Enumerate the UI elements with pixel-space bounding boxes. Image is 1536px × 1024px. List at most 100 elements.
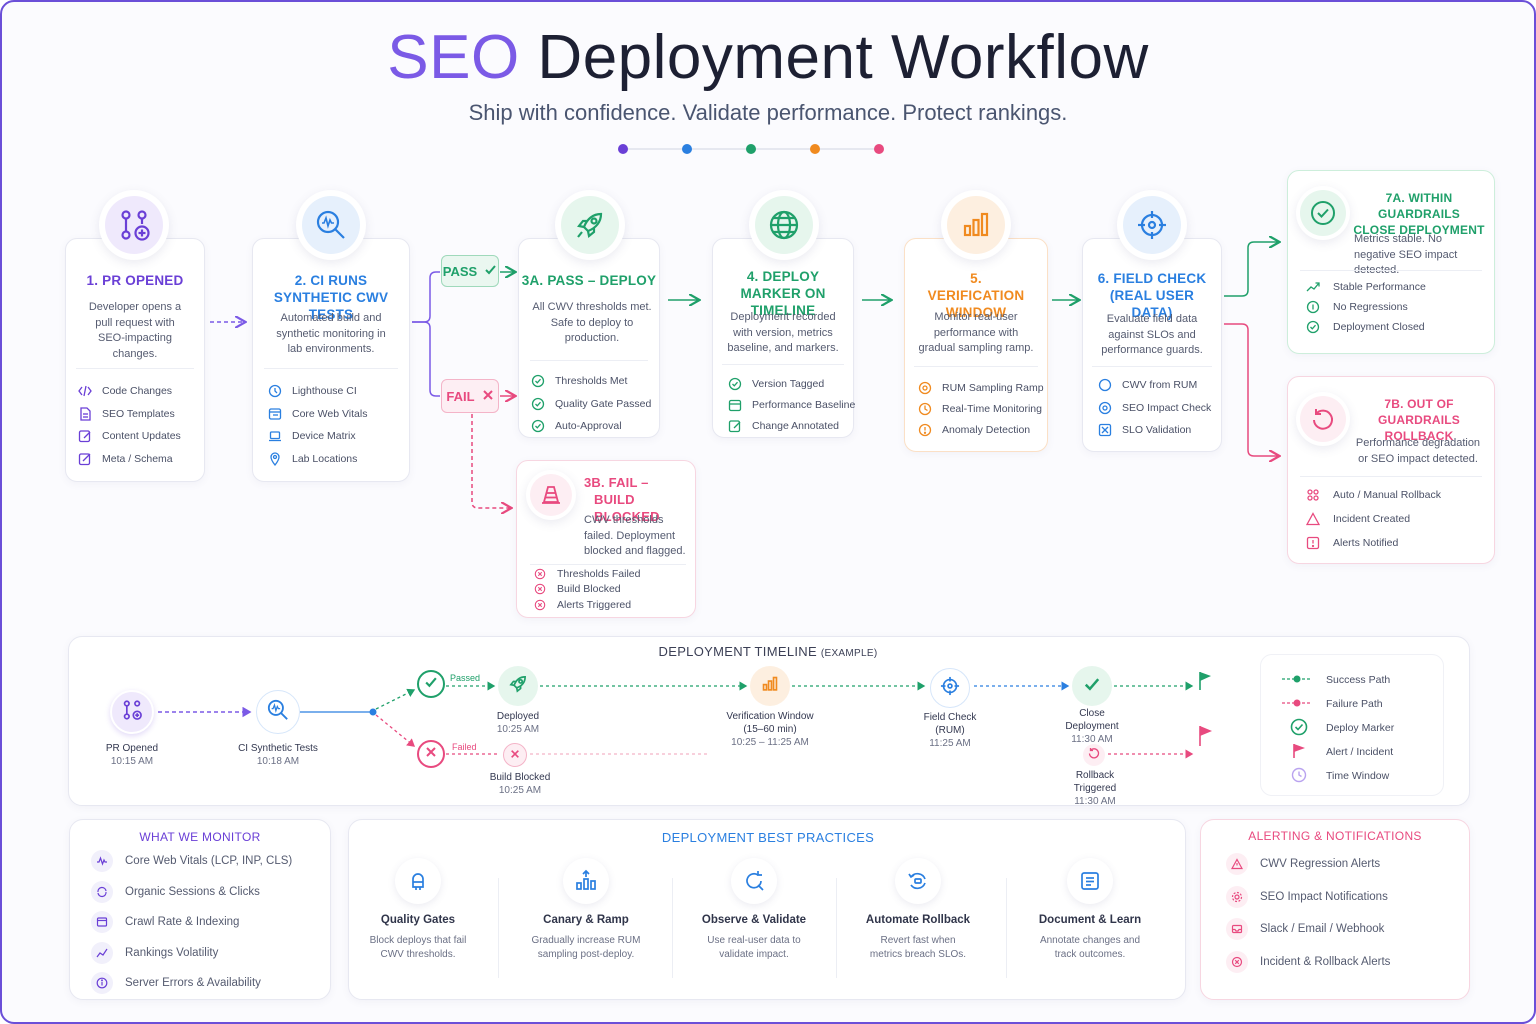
tl-verify-label: Verification Window(15–60 min)10:25 – 11… (726, 711, 814, 748)
list-item: Auto-Approval (531, 415, 651, 438)
monitor-item: Server Errors & Availability (91, 968, 292, 999)
vitals-icon (91, 850, 113, 873)
arrow-fail-blocked (471, 414, 510, 508)
step-pr-title: 1. PR Opened (86, 273, 184, 288)
tl-ci-node (256, 690, 300, 734)
pr-icon-circle (99, 190, 169, 260)
arrow-to-close (1224, 242, 1278, 297)
list-item: Stable Performance (1306, 277, 1426, 297)
flag-success-icon (1199, 672, 1211, 690)
alert-flag-icon (1282, 743, 1318, 762)
edit-icon (78, 429, 92, 443)
step-verify-card (904, 238, 1048, 452)
ci-icon-circle (296, 190, 366, 260)
list-item: Auto / Manual Rollback (1306, 483, 1441, 507)
auto-rollback-icon (895, 858, 941, 904)
alerting-item: Incident & Rollback Alerts (1226, 946, 1390, 979)
check-circle-icon (1306, 320, 1320, 334)
legend-item-failure: Failure Path (1282, 692, 1394, 716)
pass-icon-circle (555, 190, 625, 260)
alert-circle-icon (918, 423, 932, 437)
list-item: RUM Sampling Ramp (918, 377, 1044, 398)
file-icon (78, 407, 92, 421)
step-marker-items: Version Tagged Performance Baseline Chan… (728, 373, 855, 436)
success-path-icon (1282, 674, 1318, 687)
lighthouse-icon (268, 384, 282, 398)
x-circle-icon (533, 598, 547, 612)
list-item: Real-Time Monitoring (918, 398, 1044, 419)
tl-passed-node (417, 670, 445, 698)
list-item: SEO Templates (78, 403, 181, 426)
list-item: No Regressions (1306, 297, 1426, 317)
list-item: Version Tagged (728, 373, 855, 394)
legend-item-success: Success Path (1282, 668, 1394, 692)
step-verify-title: 5. Verification Window (927, 271, 1025, 320)
step-field-items: CWV from RUM SEO Impact Check SLO Valida… (1098, 374, 1211, 442)
step-marker-desc: Deployment recorded with version, metric… (727, 311, 839, 354)
deploy-marker-icon (1282, 718, 1318, 739)
trend-up-icon (1306, 280, 1320, 294)
step-ci-desc: Automated build and synthetic monitoring… (276, 312, 386, 355)
list-item: Quality Gate Passed (531, 393, 651, 416)
close-icon (425, 745, 437, 763)
step-fail-desc: CWV thresholds failed. Deployment blocke… (584, 514, 686, 557)
alerting-item: SEO Impact Notifications (1226, 881, 1390, 914)
tag-check-icon (728, 377, 742, 391)
step-close-items: Stable Performance No Regressions Deploy… (1306, 277, 1426, 337)
step-verify-items: RUM Sampling Ramp Real-Time Monitoring A… (918, 377, 1044, 440)
step-verify-desc: Monitor real-user performance with gradu… (918, 311, 1034, 354)
legend-item-alert: Alert / Incident (1282, 740, 1394, 764)
marker-icon-circle (749, 190, 819, 260)
close-icon (510, 746, 520, 764)
target-icon (1098, 401, 1112, 415)
alerting-item: Slack / Email / Webhook (1226, 913, 1390, 946)
step-pr-items: Code Changes SEO Templates Content Updat… (78, 380, 181, 470)
checkmark-icon (484, 263, 497, 279)
color-dots (616, 142, 886, 156)
document-icon (1067, 858, 1113, 904)
laptop-icon (268, 429, 282, 443)
ramp-icon (918, 381, 932, 395)
best-practices-panel (348, 819, 1186, 1000)
edit-icon (728, 419, 742, 433)
monitor-panel (69, 819, 331, 1000)
check-circle-icon (1300, 190, 1346, 236)
list-item: Thresholds Met (531, 370, 651, 393)
location-pin-icon (268, 452, 282, 466)
step-pass-items: Thresholds Met Quality Gate Passed Auto-… (531, 370, 651, 438)
x-circle-icon (533, 567, 547, 581)
bp-observe-validate: Observe & Validate Use real-user data to… (674, 858, 834, 962)
monitor-list: Core Web Vitals (LCP, INP, CLS) Organic … (91, 846, 292, 999)
alerting-panel (1200, 819, 1470, 1000)
monitor-item: Rankings Volatility (91, 938, 292, 969)
list-item: SLO Validation (1098, 419, 1211, 442)
git-pull-request-icon (105, 196, 163, 254)
tl-failed-label: Failed (452, 742, 477, 752)
list-item: Meta / Schema (78, 448, 181, 471)
flag-alert-icon (1199, 726, 1212, 746)
checkmark-icon (1083, 675, 1101, 698)
alerting-list: CWV Regression Alerts SEO Impact Notific… (1226, 848, 1390, 978)
rankings-icon (91, 941, 113, 964)
calendar-icon (728, 398, 742, 412)
alerting-item: CWV Regression Alerts (1226, 848, 1390, 881)
checkmark-icon (424, 675, 438, 694)
search-analytics-icon (302, 196, 360, 254)
timeline-legend (1260, 654, 1444, 796)
list-item: Thresholds Failed (533, 566, 640, 582)
check-circle-icon (531, 397, 545, 411)
crawl-icon (91, 911, 113, 934)
tl-close-node (1072, 666, 1112, 706)
list-item: Alerts Triggered (533, 597, 640, 613)
step-pr-desc: Developer opens a pull request with SEO-… (88, 301, 182, 360)
tl-verify-node (750, 666, 790, 706)
list-item: Lighthouse CI (268, 380, 367, 403)
step-field-desc: Evaluate field data against SLOs and per… (1101, 313, 1203, 356)
legend-item-deploy: Deploy Marker (1282, 716, 1394, 740)
crosshair-icon (1123, 196, 1181, 254)
